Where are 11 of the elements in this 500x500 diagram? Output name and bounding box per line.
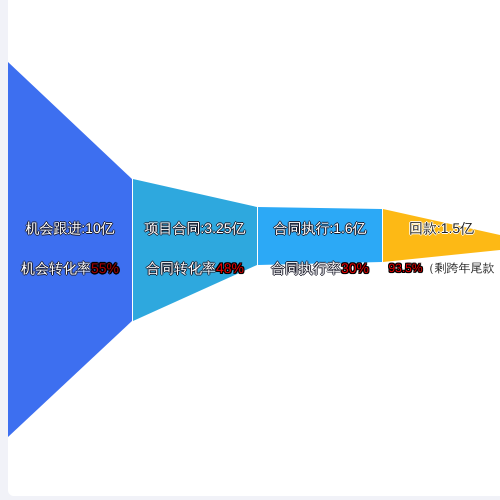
stage-label: 合同执行:1.6亿 [273,219,367,237]
rate-value: 30% [340,259,370,277]
rate-label: 合同转化率 [146,259,216,277]
rate-label: 合同执行率 [270,259,341,277]
rate-label: 机会转化率 [20,259,91,277]
rate-value: 55% [90,259,120,277]
rate-value: 48% [216,259,244,277]
note-text: （剩跨年尾款 [422,260,495,277]
rate-value: 93.5% [388,260,423,277]
stage-label: 机会跟进:10亿 [25,219,115,237]
stage-label: 项目合同:3.25亿 [144,219,246,237]
